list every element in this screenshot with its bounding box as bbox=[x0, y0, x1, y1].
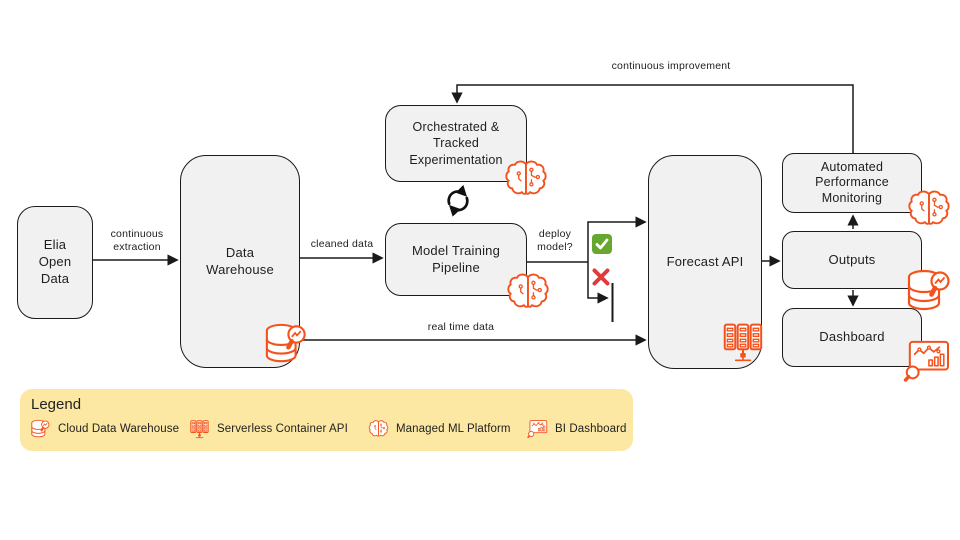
legend-title: Legend bbox=[31, 396, 82, 413]
legend-item: Cloud Data Warehouse bbox=[30, 419, 179, 439]
cloud-data-warehouse-icon bbox=[905, 268, 953, 314]
managed-ml-platform-icon bbox=[908, 190, 950, 225]
edge-label-continuous-extraction: continuous extraction bbox=[110, 228, 164, 253]
node-outputs: Outputs bbox=[782, 231, 922, 289]
cloud-data-warehouse-icon bbox=[263, 322, 309, 366]
node-orchestrated-tracked-experimentation: Orchestrated & Tracked Experimentation bbox=[385, 105, 547, 195]
legend-item-label: Cloud Data Warehouse bbox=[58, 423, 180, 435]
cycle-arrows-icon bbox=[443, 188, 473, 215]
edge-label-real-time-data: real time data bbox=[427, 321, 495, 333]
edge-label-continuous-improvement: continuous improvement bbox=[611, 60, 731, 72]
node-label: Outputs bbox=[828, 251, 876, 267]
legend-item-label: Serverless Container API bbox=[217, 423, 348, 435]
green-check-icon bbox=[590, 232, 614, 256]
cloud-data-warehouse-icon bbox=[30, 419, 50, 438]
node-automated-performance-monitoring: Automated Performance Monitoring bbox=[782, 153, 950, 225]
edge-label-deploy-model: deploy model? bbox=[537, 228, 573, 253]
legend-item: Managed ML Platform bbox=[368, 419, 511, 438]
red-cross-icon bbox=[592, 268, 610, 286]
node-label: Automated Performance Monitoring bbox=[815, 159, 889, 205]
node-label: Forecast API bbox=[666, 253, 744, 269]
legend-panel: Legend Cloud Data Warehouse Serverless C… bbox=[20, 389, 633, 451]
node-data-warehouse: Data Warehouse bbox=[180, 155, 300, 368]
managed-ml-platform-icon bbox=[368, 420, 389, 437]
bi-dashboard-icon bbox=[527, 419, 548, 438]
node-model-training-pipeline: Model Training Pipeline bbox=[385, 223, 549, 308]
serverless-container-api-icon bbox=[723, 323, 763, 362]
edge-label-cleaned-data: cleaned data bbox=[310, 238, 374, 250]
managed-ml-platform-icon bbox=[505, 160, 547, 195]
serverless-container-api-icon bbox=[190, 420, 209, 439]
managed-ml-platform-icon bbox=[507, 273, 549, 308]
legend-item: Serverless Container API bbox=[189, 419, 348, 439]
node-label: Orchestrated & Tracked Experimentation bbox=[409, 120, 503, 167]
legend-item: BI Dashboard bbox=[527, 419, 627, 438]
bi-dashboard-icon bbox=[903, 340, 950, 382]
node-label: Elia Open Data bbox=[38, 237, 72, 286]
node-dashboard: Dashboard bbox=[782, 308, 950, 382]
legend-item-label: BI Dashboard bbox=[555, 422, 627, 435]
node-forecast-api: Forecast API bbox=[648, 155, 763, 369]
node-label: Model Training Pipeline bbox=[411, 242, 501, 275]
node-elia-open-data: Elia Open Data bbox=[17, 206, 93, 319]
legend-item-label: Managed ML Platform bbox=[396, 422, 511, 435]
node-label: Data Warehouse bbox=[206, 244, 274, 277]
node-label: Dashboard bbox=[819, 329, 885, 345]
